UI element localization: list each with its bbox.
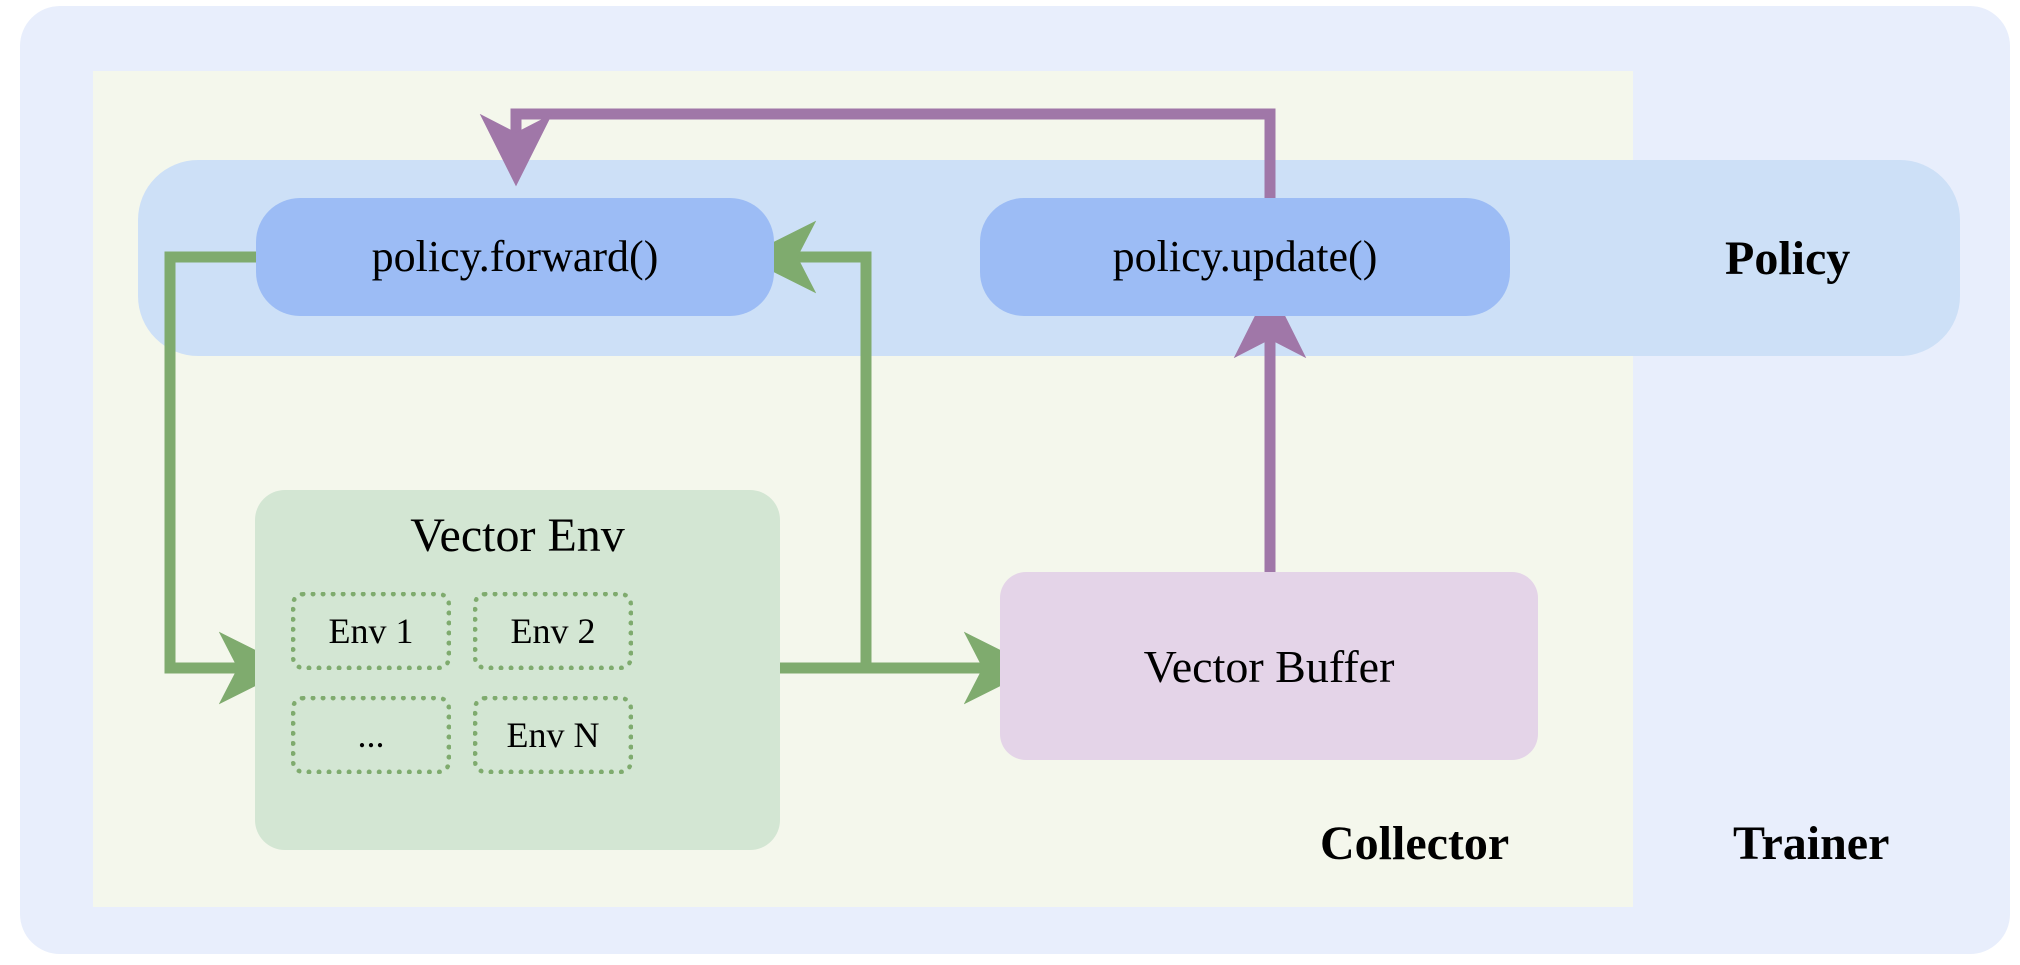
vector-buffer-label: Vector Buffer — [1143, 640, 1395, 692]
node-vector-buffer[interactable]: Vector Buffer — [1000, 572, 1538, 760]
policy-container-label: Policy — [1725, 232, 1851, 285]
env-grid: Env 1 Env 2 ... Env N — [291, 592, 746, 774]
collector-container-label: Collector — [1320, 817, 1510, 870]
env-cell[interactable]: ... — [291, 696, 451, 774]
node-vector-env[interactable]: Vector Env Env 1 Env 2 ... Env N — [255, 490, 780, 850]
vector-env-title: Vector Env — [410, 509, 625, 562]
node-policy-forward-label: policy.forward() — [371, 232, 659, 281]
env-cell[interactable]: Env 1 — [291, 592, 451, 670]
node-policy-update[interactable]: policy.update() — [980, 198, 1510, 316]
node-policy-forward[interactable]: policy.forward() — [256, 198, 774, 316]
trainer-container-label: Trainer — [1733, 817, 1890, 870]
node-policy-update-label: policy.update() — [1112, 232, 1378, 281]
env-cell[interactable]: Env N — [473, 696, 633, 774]
env-cell[interactable]: Env 2 — [473, 592, 633, 670]
